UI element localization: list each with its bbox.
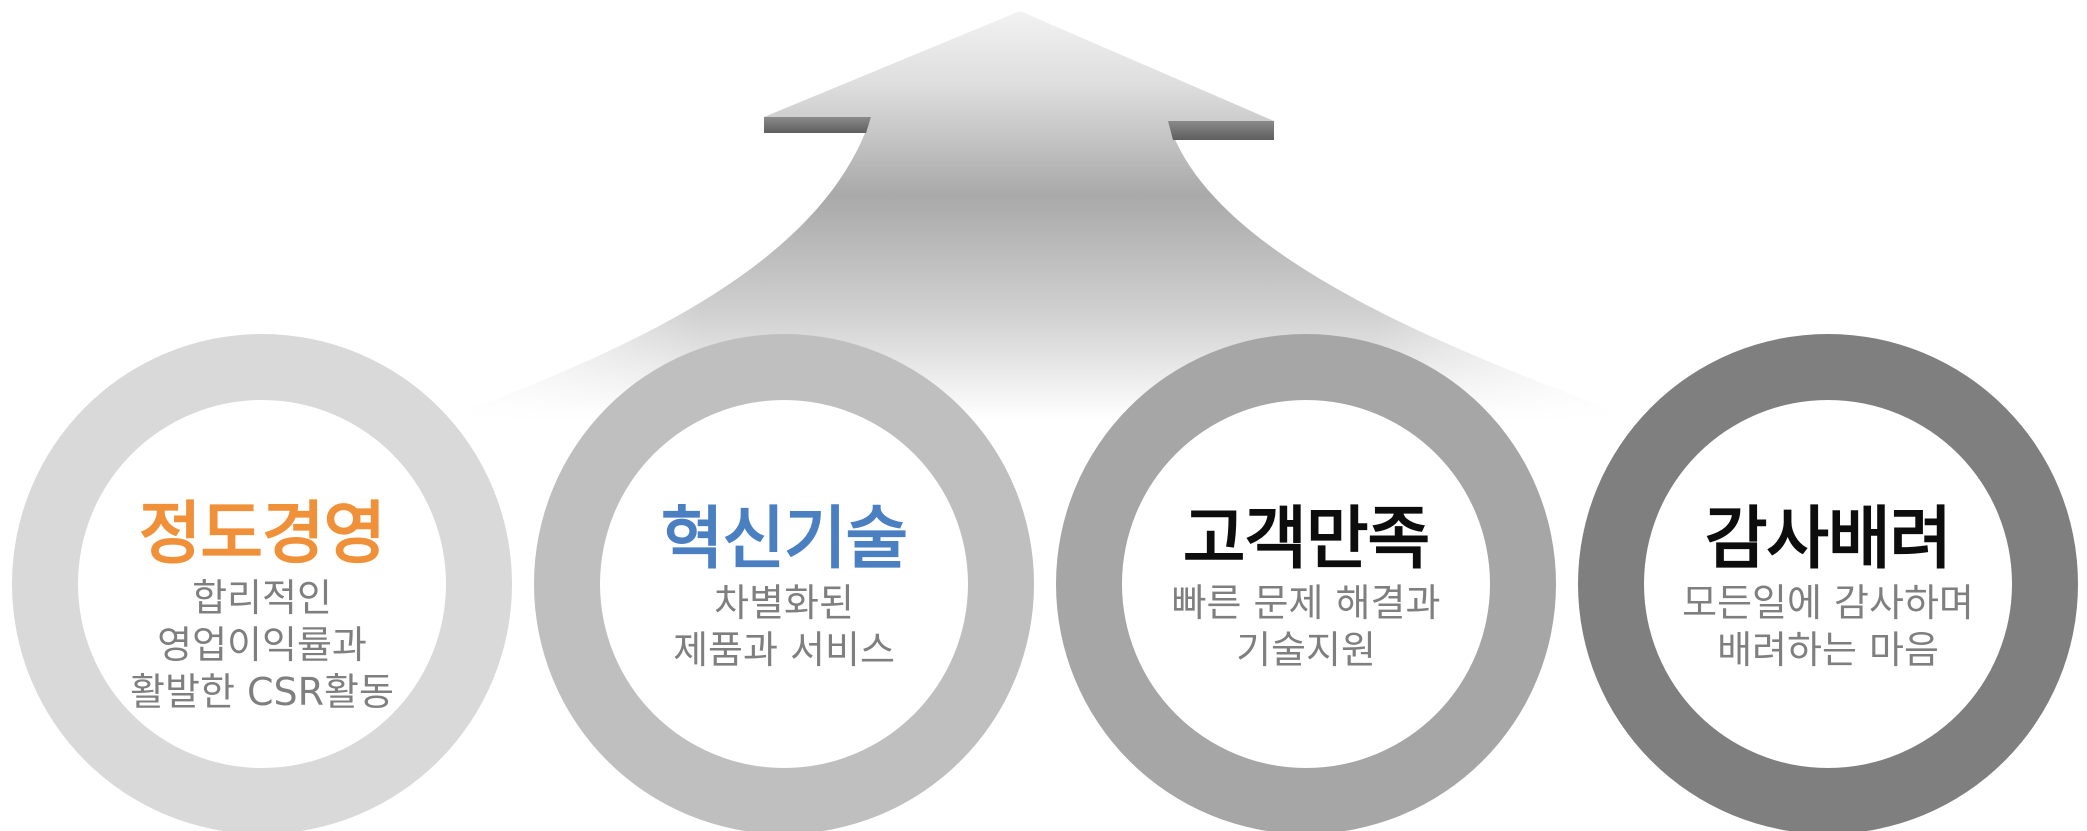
value-label-customer-satisfaction: 고객만족 빠른 문제 해결과 기술지원 (1096, 500, 1516, 674)
value-label-innovative-technology: 혁신기술 차별화된 제품과 서비스 (574, 500, 994, 674)
value-rings (12, 334, 2078, 831)
value-description-line: 차별화된 (714, 581, 854, 625)
arrow-left-shoulder (764, 117, 871, 133)
value-description-line: 배려하는 마음 (1717, 628, 1939, 672)
value-description-line: 기술지원 (1236, 628, 1376, 672)
arrow-fade-overlay (440, 11, 1640, 420)
value-ring-inner (1644, 400, 2012, 768)
value-description-line: 모든일에 감사하며 (1682, 581, 1974, 625)
value-description-line: 제품과 서비스 (673, 628, 895, 672)
value-description-line: 영업이익률과 (157, 623, 367, 667)
arrow-right-shoulder (1168, 121, 1274, 140)
value-title: 정도경영 (138, 495, 386, 574)
value-title: 혁신기술 (660, 500, 908, 579)
value-description-line: 빠른 문제 해결과 (1171, 581, 1441, 625)
value-label-gratitude-consideration: 감사배려 모든일에 감사하며 배려하는 마음 (1618, 500, 2038, 674)
value-ring-inner (600, 400, 968, 768)
value-ring-inner (1122, 400, 1490, 768)
value-description-line: 활발한 CSR활동 (130, 670, 394, 714)
value-title: 감사배려 (1704, 500, 1952, 579)
value-title: 고객만족 (1182, 500, 1430, 579)
value-description-line: 합리적인 (192, 576, 332, 620)
value-label-ethical-management: 정도경영 합리적인 영업이익률과 활발한 CSR활동 (52, 495, 472, 716)
upward-arrow (440, 11, 1640, 420)
value-ring-inner (78, 400, 446, 768)
